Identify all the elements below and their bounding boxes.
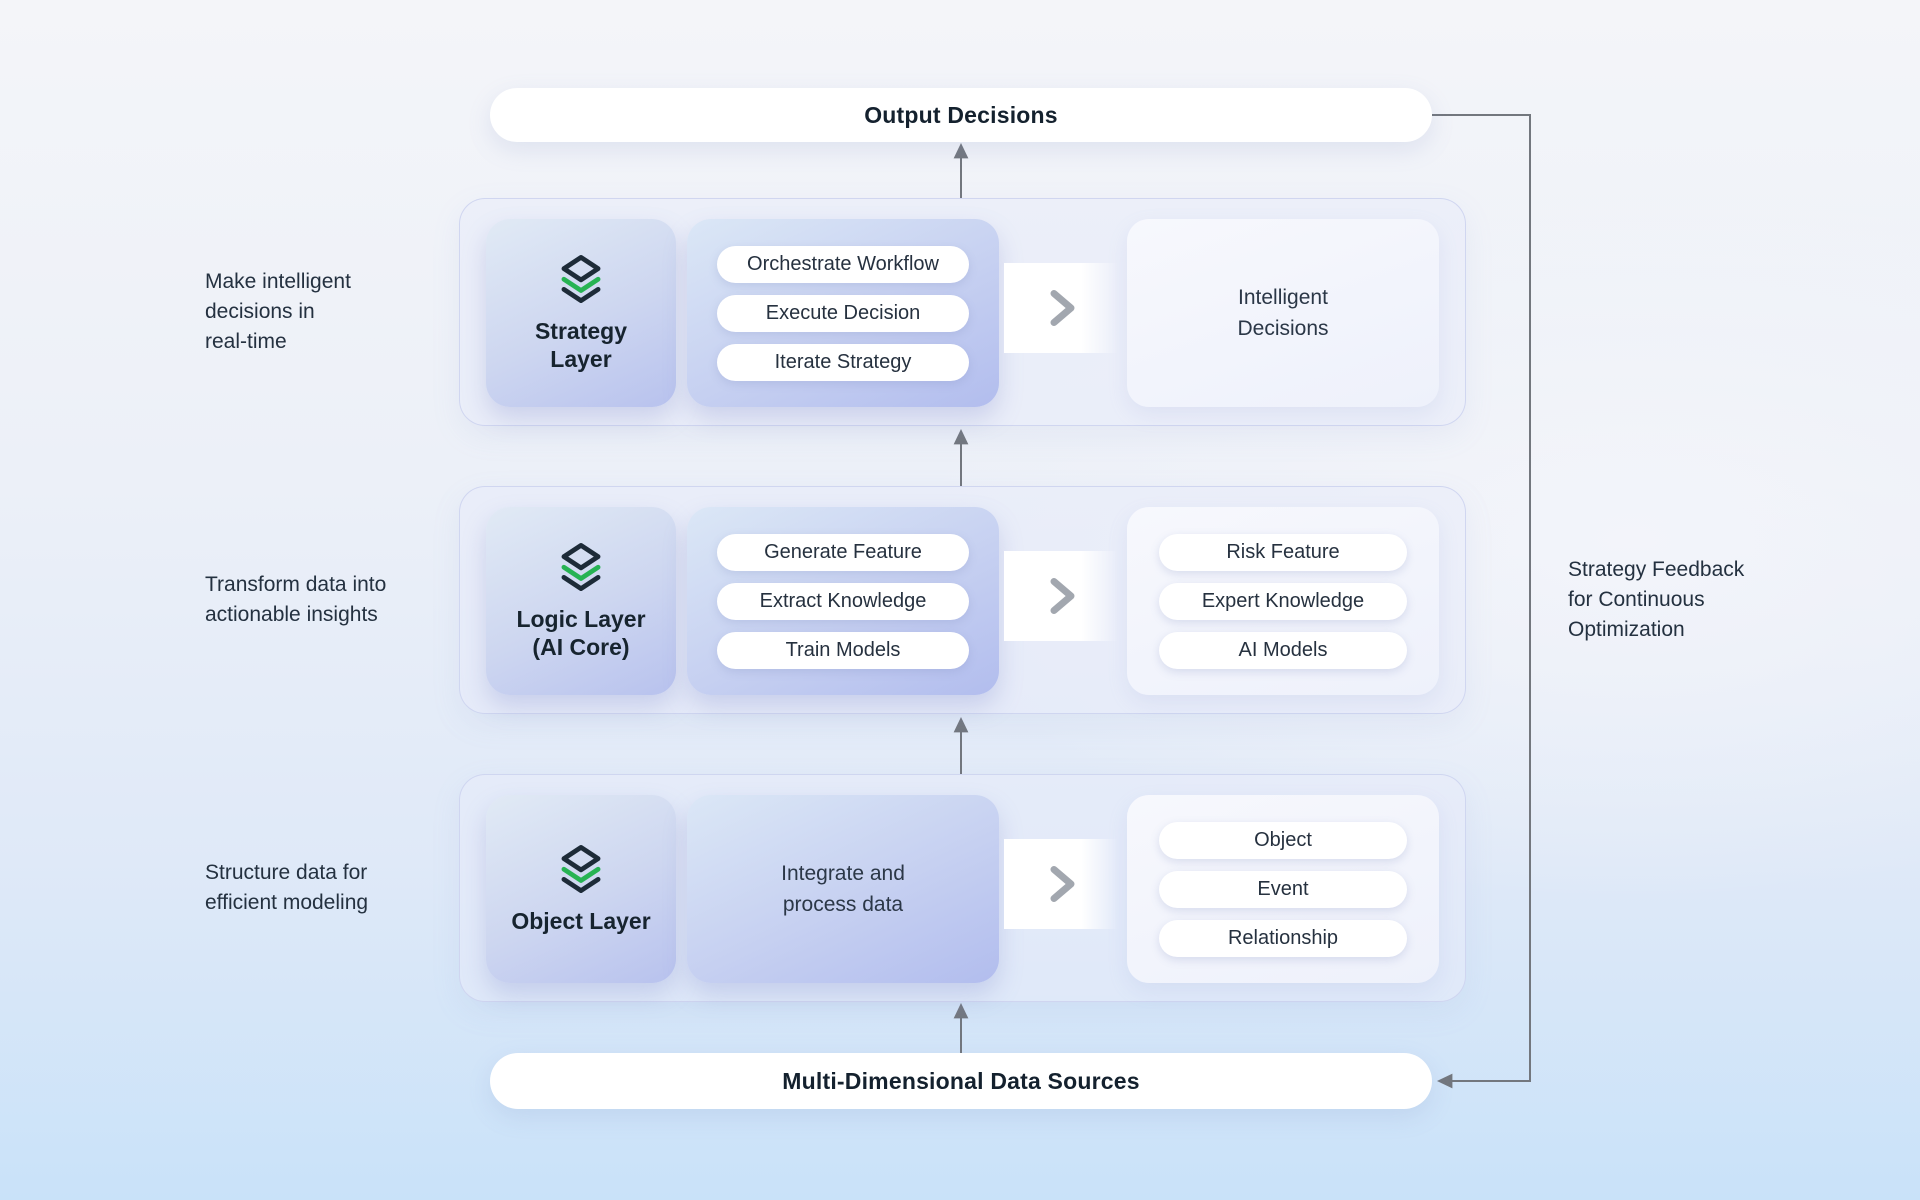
data-sources-label: Multi-Dimensional Data Sources — [782, 1067, 1140, 1094]
logic-process-card: Generate Feature Extract Knowledge Train… — [687, 507, 999, 695]
strategy-output-card: Intelligent Decisions — [1127, 219, 1439, 407]
arrow-right-icon — [1014, 578, 1075, 614]
logic-layer-row: Logic Layer (AI Core) Generate Feature E… — [459, 486, 1466, 714]
output-text: Intelligent Decisions — [1237, 285, 1329, 341]
output-pill: Relationship — [1159, 919, 1407, 957]
layers-icon — [561, 255, 601, 304]
object-layer-row: Object Layer Integrate and process data … — [459, 774, 1466, 1002]
flow-arrow-block — [1004, 263, 1118, 353]
object-process-card: Integrate and process data — [687, 795, 999, 983]
process-pill: Execute Decision — [717, 294, 969, 332]
flow-arrow-block — [1004, 839, 1118, 929]
arrow-right-icon — [1014, 866, 1075, 902]
strategy-feedback-note: Strategy Feedback for Continuous Optimiz… — [1568, 558, 1745, 641]
strategy-layer-row: Strategy Layer Orchestrate Workflow Exec… — [459, 198, 1466, 426]
strategy-layer-card: Strategy Layer — [486, 219, 676, 407]
process-text: Integrate and process data — [781, 861, 905, 917]
layer-title: Logic Layer (AI Core) — [516, 606, 646, 660]
layer-title: Object Layer — [511, 908, 651, 935]
process-pill: Extract Knowledge — [717, 582, 969, 620]
output-pill: Object — [1159, 821, 1407, 859]
logic-row-note: Transform data into actionable insights — [205, 573, 387, 626]
logic-layer-card: Logic Layer (AI Core) — [486, 507, 676, 695]
process-pill: Orchestrate Workflow — [717, 245, 969, 283]
output-pill: Risk Feature — [1159, 533, 1407, 571]
arrow-right-icon — [1014, 290, 1075, 326]
process-pill: Train Models — [717, 631, 969, 669]
process-pill: Iterate Strategy — [717, 343, 969, 381]
output-pill: Expert Knowledge — [1159, 582, 1407, 620]
object-output-card: Object Event Relationship — [1127, 795, 1439, 983]
object-layer-card: Object Layer — [486, 795, 676, 983]
output-pill: Event — [1159, 870, 1407, 908]
data-sources-node: Multi-Dimensional Data Sources — [490, 1053, 1432, 1109]
process-pill: Generate Feature — [717, 533, 969, 571]
logic-output-card: Risk Feature Expert Knowledge AI Models — [1127, 507, 1439, 695]
output-decisions-label: Output Decisions — [864, 101, 1058, 128]
output-decisions-node: Output Decisions — [490, 88, 1432, 142]
layers-icon — [561, 543, 601, 592]
strategy-row-note: Make intelligent decisions in real-time — [205, 270, 351, 353]
flow-arrow-block — [1004, 551, 1118, 641]
layers-icon — [561, 845, 601, 894]
object-row-note: Structure data for efficient modeling — [205, 861, 369, 914]
layer-title: Strategy Layer — [534, 318, 628, 372]
output-pill: AI Models — [1159, 631, 1407, 669]
strategy-process-card: Orchestrate Workflow Execute Decision It… — [687, 219, 999, 407]
